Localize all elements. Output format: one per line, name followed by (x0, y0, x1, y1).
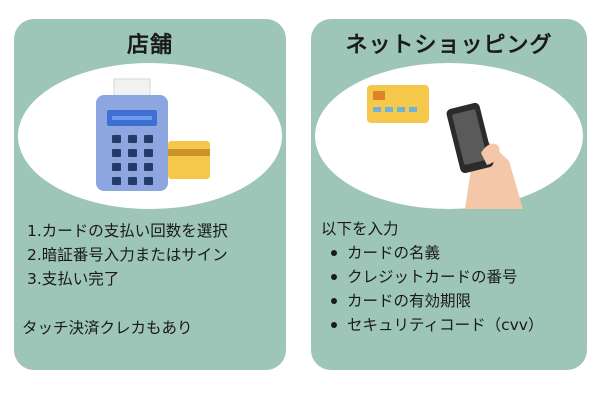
list-item: クレジットカードの番号 (321, 265, 543, 289)
online-illustration-frame (315, 63, 583, 209)
online-title: ネットショッピング (345, 33, 553, 58)
touch-payment-note: タッチ決済クレカもあり (22, 319, 193, 337)
required-fields: 以下を入力 カードの名義 クレジットカードの番号 カードの有効期限 セキュリティ… (321, 217, 543, 337)
payment-steps: 1.カードの支払い回数を選択 2.暗証番号入力またはサイン 3.支払い完了 (27, 219, 228, 291)
store-panel: 店舗 1.カードの支払い回数を選択 2.暗証番号入力またはサイン 3.支払い完了 (14, 19, 286, 370)
online-panel: ネットショッピング 以下を入力 カードの名義 クレジットカードの番号 カードの有… (311, 19, 587, 370)
card-and-phone-icon (367, 85, 523, 209)
list-item: セキュリティコード（cvv） (321, 313, 543, 337)
field-list: カードの名義 クレジットカードの番号 カードの有効期限 セキュリティコード（cv… (321, 241, 543, 337)
list-item: カードの有効期限 (321, 289, 543, 313)
store-illustration-frame (18, 63, 282, 209)
step-2: 2.暗証番号入力またはサイン (27, 246, 228, 264)
step-3: 3.支払い完了 (27, 270, 120, 288)
card-terminal-icon (96, 78, 210, 191)
step-1: 1.カードの支払い回数を選択 (27, 222, 228, 240)
store-title: 店舗 (126, 33, 173, 58)
list-item: カードの名義 (321, 241, 543, 265)
intro-label: 以下を入力 (321, 220, 399, 238)
